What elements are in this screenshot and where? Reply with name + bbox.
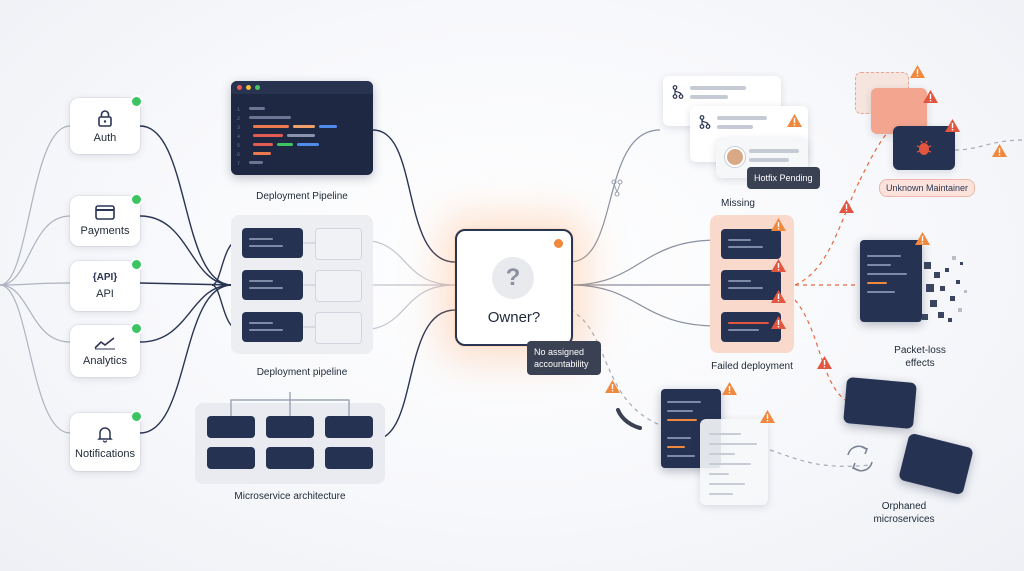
pipeline-stage-empty <box>315 312 362 344</box>
microservice-node[interactable] <box>325 447 373 469</box>
status-dot <box>130 95 143 108</box>
pipeline-stage-empty <box>315 228 362 260</box>
microservice-node[interactable] <box>266 416 314 438</box>
tooltip-hotfix-pending: Hotfix Pending <box>747 167 820 189</box>
svg-text:5: 5 <box>237 143 240 149</box>
service-auth[interactable]: Auth <box>70 95 143 154</box>
tooltip-no-accountability: No assigned accountability <box>527 341 601 375</box>
failed-stage[interactable] <box>721 270 781 300</box>
credit-card-icon <box>95 205 115 220</box>
microservice-node[interactable] <box>325 416 373 438</box>
lock-icon <box>98 109 112 127</box>
caption-deployment-pipeline: Deployment pipeline <box>256 367 348 378</box>
svg-text:3: 3 <box>237 125 240 131</box>
status-dot <box>130 193 143 206</box>
failed-stage[interactable] <box>721 312 781 342</box>
microservice-node[interactable] <box>207 416 255 438</box>
owner-node[interactable]: ? Owner? <box>455 229 573 346</box>
pipeline-stage[interactable] <box>242 312 303 342</box>
alert-dot <box>554 239 563 248</box>
svg-text:4: 4 <box>237 134 240 140</box>
service-api[interactable]: {API} API <box>70 258 143 311</box>
bug-card-active[interactable] <box>893 126 955 170</box>
caption-packet-loss: Packet-loss effects <box>894 345 946 369</box>
owner-title: Owner? <box>487 309 541 326</box>
status-dot <box>130 322 143 335</box>
svg-text:1: 1 <box>237 107 240 113</box>
svg-text:2: 2 <box>237 116 240 122</box>
orphaned-microservice-block <box>843 377 917 429</box>
service-payments[interactable]: Payments <box>70 193 143 246</box>
svg-text:7: 7 <box>237 161 240 167</box>
question-mark-icon: ? <box>492 257 534 299</box>
avatar <box>725 147 745 167</box>
service-label: Auth <box>93 131 117 144</box>
service-notifications[interactable]: Notifications <box>70 410 143 471</box>
status-dot <box>130 258 143 271</box>
service-label: Payments <box>80 225 130 237</box>
caption-orphaned-microservices: Orphaned microservices <box>873 501 935 525</box>
api-braces-icon: {API} <box>92 272 118 283</box>
orphaned-faded-document <box>700 419 768 505</box>
service-label: Notifications <box>75 447 135 460</box>
bug-icon <box>916 140 932 155</box>
badge-unknown-maintainer: Unknown Maintainer <box>879 179 976 197</box>
microservice-node[interactable] <box>207 447 255 469</box>
code-editor-window: 1 2 3 4 5 6 7 <box>231 81 373 175</box>
chart-line-icon <box>94 336 115 349</box>
status-dot <box>130 410 143 423</box>
service-analytics[interactable]: Analytics <box>70 322 143 377</box>
service-label: Analytics <box>82 354 128 367</box>
git-branch-icon <box>699 115 711 129</box>
pipeline-stage[interactable] <box>242 228 303 258</box>
caption-failed-deployment: Failed deployment <box>711 361 793 372</box>
pipeline-stage[interactable] <box>242 270 303 300</box>
window-titlebar <box>231 81 373 94</box>
caption-missing: Missing <box>721 198 755 209</box>
service-label: API <box>96 288 114 300</box>
caption-deployment-pipeline-top: Deployment Pipeline <box>256 191 348 202</box>
failed-stage[interactable] <box>721 229 781 259</box>
code-lines: 1 2 3 4 5 6 7 <box>237 107 337 167</box>
git-branch-icon <box>672 85 684 99</box>
microservice-node[interactable] <box>266 447 314 469</box>
packet-loss-document <box>860 240 922 322</box>
pipeline-stage-empty <box>315 270 362 302</box>
caption-microservice-architecture: Microservice architecture <box>234 491 346 502</box>
bell-icon <box>97 426 113 443</box>
svg-text:6: 6 <box>237 152 240 158</box>
